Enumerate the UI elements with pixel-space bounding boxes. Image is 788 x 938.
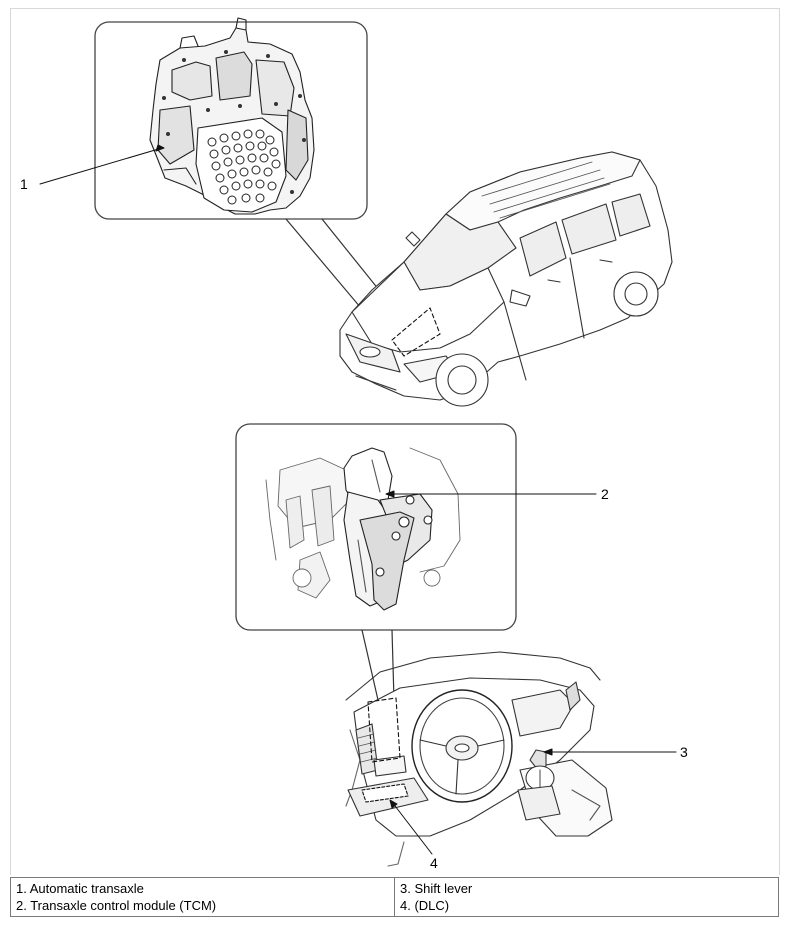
callout-4: 4 [430, 855, 438, 871]
legend-item-automatic-transaxle: 1. Automatic transaxle [16, 881, 144, 896]
diagram-frame [10, 8, 780, 875]
arrowhead-4-icon [389, 799, 398, 809]
callout-leaders [39, 144, 677, 855]
legend-item-dlc: 4. (DLC) [400, 898, 450, 913]
transaxle-detail-box [94, 17, 368, 220]
callout-3: 3 [680, 744, 688, 760]
legend-table: 1. Automatic transaxle 2. Transaxle cont… [10, 877, 779, 917]
legend-right-cell: 3. Shift lever 4. (DLC) [394, 877, 779, 917]
legend-item-tcm: 2. Transaxle control module (TCM) [16, 898, 217, 913]
tcm-zoom-line-right [391, 629, 395, 701]
transaxle-illustration [149, 17, 315, 215]
tcm-zoom-line-left [361, 629, 379, 701]
vehicle-illustration [339, 151, 673, 407]
legend-left-cell: 1. Automatic transaxle 2. Transaxle cont… [10, 877, 395, 917]
legend-row: 1. Automatic transaxle 2. Transaxle cont… [10, 877, 779, 917]
arrowhead-3-icon [543, 748, 553, 756]
leader-1 [39, 147, 163, 185]
arrowhead-1-icon [155, 144, 165, 152]
arrowhead-2-icon [385, 490, 395, 498]
tcm-illustration [265, 447, 461, 611]
legend-item-shift-lever: 3. Shift lever [400, 881, 473, 896]
callout-2: 2 [601, 486, 609, 502]
component-location-diagram [39, 17, 677, 867]
callout-1: 1 [20, 176, 28, 192]
dashboard-illustration [345, 651, 613, 867]
leader-4 [391, 801, 433, 855]
tcm-detail-box [235, 423, 517, 631]
